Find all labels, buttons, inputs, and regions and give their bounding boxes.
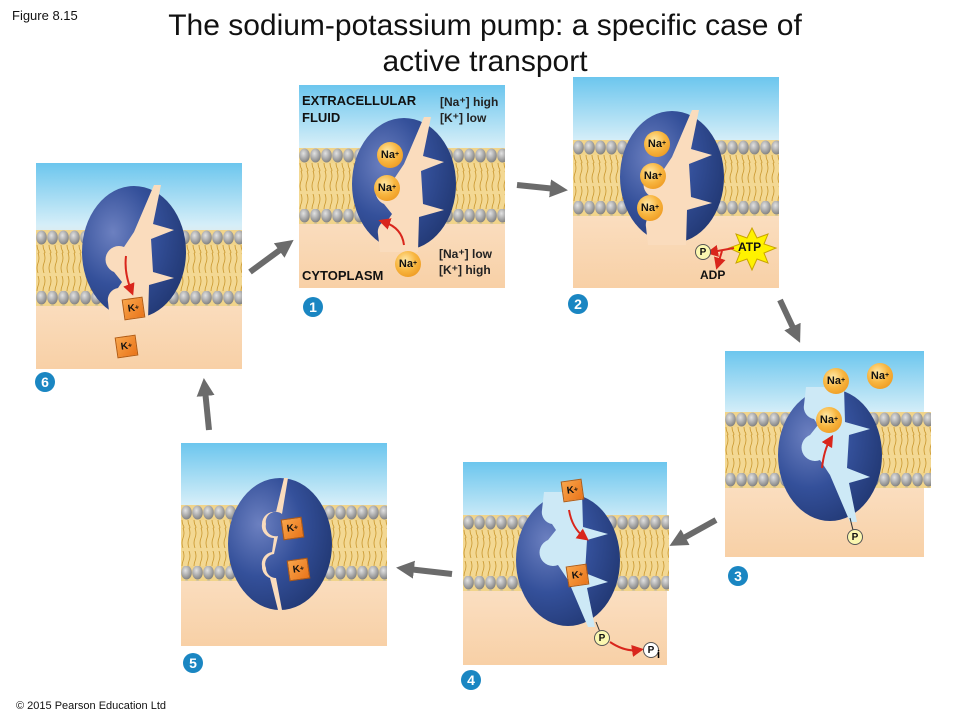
sodium-ion: Na+ bbox=[640, 163, 666, 189]
slide-title: The sodium-potassium pump: a specific ca… bbox=[120, 8, 850, 80]
phosphate-group: P bbox=[594, 630, 610, 646]
sodium-ion: Na+ bbox=[637, 195, 663, 221]
step-badge-4: 4 bbox=[461, 670, 481, 690]
panel-2 bbox=[573, 77, 779, 288]
panel-5 bbox=[181, 443, 387, 646]
potassium-ion: K+ bbox=[560, 478, 585, 503]
copyright: © 2015 Pearson Education Ltd bbox=[16, 700, 166, 712]
extracellular-label: EXTRACELLULAR FLUID bbox=[302, 92, 416, 126]
sodium-ion: Na+ bbox=[823, 368, 849, 394]
inside-na-conc: [Na⁺] low bbox=[439, 247, 492, 261]
phosphate-group: P bbox=[695, 244, 711, 260]
step-badge-2: 2 bbox=[568, 294, 588, 314]
inside-k-conc: [K⁺] high bbox=[439, 263, 491, 277]
cycle-arrow-6-to-1 bbox=[248, 239, 294, 275]
sodium-ion: Na+ bbox=[816, 407, 842, 433]
extracellular-line-1: EXTRACELLULAR bbox=[302, 93, 417, 108]
cytoplasm-label: CYTOPLASM bbox=[302, 268, 384, 283]
extracellular-line-2: FLUID bbox=[302, 110, 341, 125]
pump-protein-closed bbox=[228, 478, 332, 610]
sodium-ion: Na+ bbox=[644, 131, 670, 157]
cycle-arrow-3-to-4 bbox=[669, 517, 718, 546]
inorganic-phosphate: P bbox=[643, 642, 659, 658]
potassium-ion: K+ bbox=[565, 563, 590, 588]
sodium-ion: Na+ bbox=[374, 175, 400, 201]
red-arrow bbox=[609, 641, 644, 657]
atp-starburst bbox=[727, 226, 778, 272]
adp-label: ADP bbox=[700, 268, 726, 282]
potassium-ion: K+ bbox=[286, 557, 311, 582]
figure-label: Figure 8.15 bbox=[12, 8, 78, 23]
red-arrow bbox=[714, 250, 726, 270]
cycle-arrow-5-to-6 bbox=[196, 378, 215, 431]
atp-label: ATP bbox=[738, 240, 762, 254]
sodium-ion: Na+ bbox=[867, 363, 893, 389]
cycle-arrow-1-to-2 bbox=[516, 179, 568, 198]
outside-concentrations: [Na⁺] high [K⁺] low bbox=[440, 94, 498, 126]
step-badge-5: 5 bbox=[183, 653, 203, 673]
red-arrow bbox=[568, 509, 589, 541]
potassium-ion: K+ bbox=[121, 296, 146, 321]
phosphate-link bbox=[849, 517, 854, 531]
step-badge-6: 6 bbox=[35, 372, 55, 392]
step-badge-1: 1 bbox=[303, 297, 323, 317]
inorganic-subscript: i bbox=[657, 649, 661, 661]
panel-6 bbox=[36, 163, 242, 369]
title-line-2: active transport bbox=[382, 45, 588, 78]
cycle-arrow-4-to-5 bbox=[396, 560, 453, 579]
title-line-1: The sodium-potassium pump: a specific ca… bbox=[168, 9, 802, 42]
red-arrow bbox=[123, 255, 135, 296]
outside-k-conc: [K⁺] low bbox=[440, 111, 487, 125]
potassium-ion: K+ bbox=[280, 516, 305, 541]
inside-concentrations: [Na⁺] low [K⁺] high bbox=[439, 246, 492, 278]
phosphate-group: P bbox=[847, 529, 863, 545]
sodium-ion: Na+ bbox=[377, 142, 403, 168]
cycle-arrow-2-to-3 bbox=[777, 298, 801, 343]
sodium-ion: Na+ bbox=[395, 251, 421, 277]
potassium-ion: K+ bbox=[114, 334, 139, 359]
outside-na-conc: [Na⁺] high bbox=[440, 95, 499, 109]
red-arrow bbox=[821, 434, 834, 469]
red-arrow bbox=[706, 245, 735, 257]
step-badge-3: 3 bbox=[728, 566, 748, 586]
red-arrow bbox=[378, 218, 405, 246]
